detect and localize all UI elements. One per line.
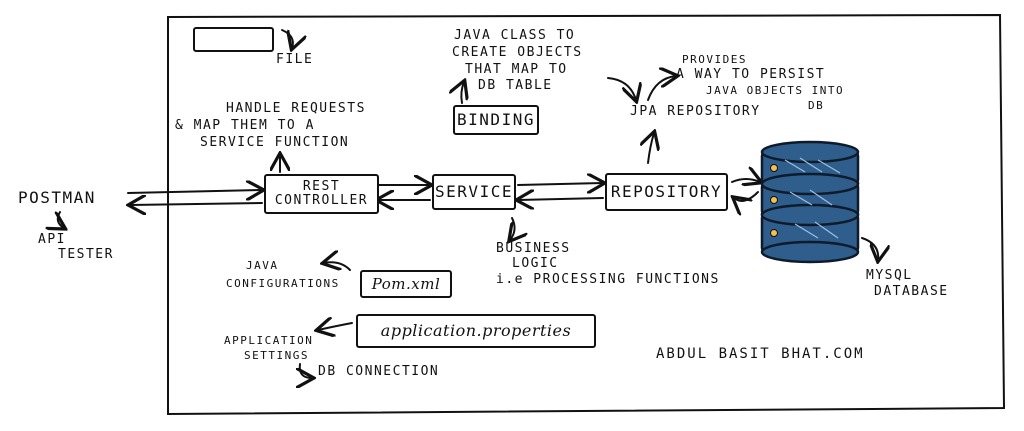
handle-note-2: & MAP THEM TO A [175,118,315,133]
api-tester-label-2: TESTER [58,247,114,262]
pom-label: Pom.xml [371,275,441,293]
file-legend-label: FILE [276,52,314,67]
postman-to-controller-arrow [127,190,262,193]
database-label-1: MYSQL [866,268,913,283]
app-settings-note-3: DB CONNECTION [318,364,440,379]
business-note-1: BUSINESS [496,241,571,256]
java-conf-note-1: JAVA [246,259,279,272]
pom-box: Pom.xml [360,270,452,298]
java-class-note-4: DB TABLE [478,78,553,93]
db-to-repository-arrow [734,191,759,201]
business-note-3: i.e PROCESSING FUNCTIONS [496,272,720,287]
binding-box: BINDING [453,105,539,135]
jpa-to-provides-arrow [647,76,676,101]
frame-border [167,13,1006,416]
repository-label: REPOSITORY [610,182,723,201]
app-props-label: application.properties [380,321,572,340]
rest-controller-label-2: CONTROLLER [274,193,369,208]
app-settings-note-2: SETTINGS [244,349,309,362]
app-props-box: application.properties [356,314,596,348]
java-class-note-1: JAVA CLASS TO [454,28,576,43]
provides-note-2: A WAY TO PERSIST [676,67,826,82]
database-label-2: DATABASE [874,284,949,299]
rest-controller-box: REST CONTROLLER [264,174,379,214]
repository-to-service-arrow [518,198,604,200]
java-conf-note-2: CONFIGURATIONS [226,277,340,290]
props-to-settings-arrow [318,323,353,330]
api-tester-label-1: API [38,232,66,247]
service-to-business-arrow [510,217,515,240]
service-label: SERVICE [435,182,513,201]
service-to-repository-arrow [517,183,603,185]
handle-note-3: SERVICE FUNCTION [200,135,350,150]
postman-label: POSTMAN [18,188,96,207]
credit-text: ABDUL BASIT BHAT.COM [656,346,865,362]
provides-note-1: PROVIDES [682,53,747,66]
business-note-2: LOGIC [512,256,559,271]
controller-to-postman-arrow [130,203,263,205]
binding-label: BINDING [457,110,535,129]
provides-note-4: DB [808,99,825,112]
java-class-note-3: THAT MAP TO [465,62,568,77]
rest-controller-label-1: REST [302,179,341,194]
api-tester-hook [58,211,64,228]
app-settings-note-1: APPLICATION [224,334,314,347]
database-icon [760,140,860,264]
handle-note-1: HANDLE REQUESTS [226,101,366,116]
jpa-repository-label: JPA REPOSITORY [630,104,761,119]
service-box: SERVICE [432,174,516,210]
db-to-label-arrow [861,237,878,260]
repository-to-db-arrow [731,179,760,182]
pom-to-java-conf-arrow [324,262,351,270]
settings-hook [300,363,312,378]
repository-box: REPOSITORY [605,173,728,211]
binding-to-java-class-arrow [461,82,464,104]
java-class-note-2: CREATE OBJECTS [452,45,583,60]
java-class-to-jpa-arrow [607,77,636,100]
provides-note-3: JAVA OBJECTS INTO [706,84,845,97]
file-legend-box [193,27,274,52]
repository-to-jpa-arrow [648,133,654,164]
file-legend-arrow [281,29,293,48]
